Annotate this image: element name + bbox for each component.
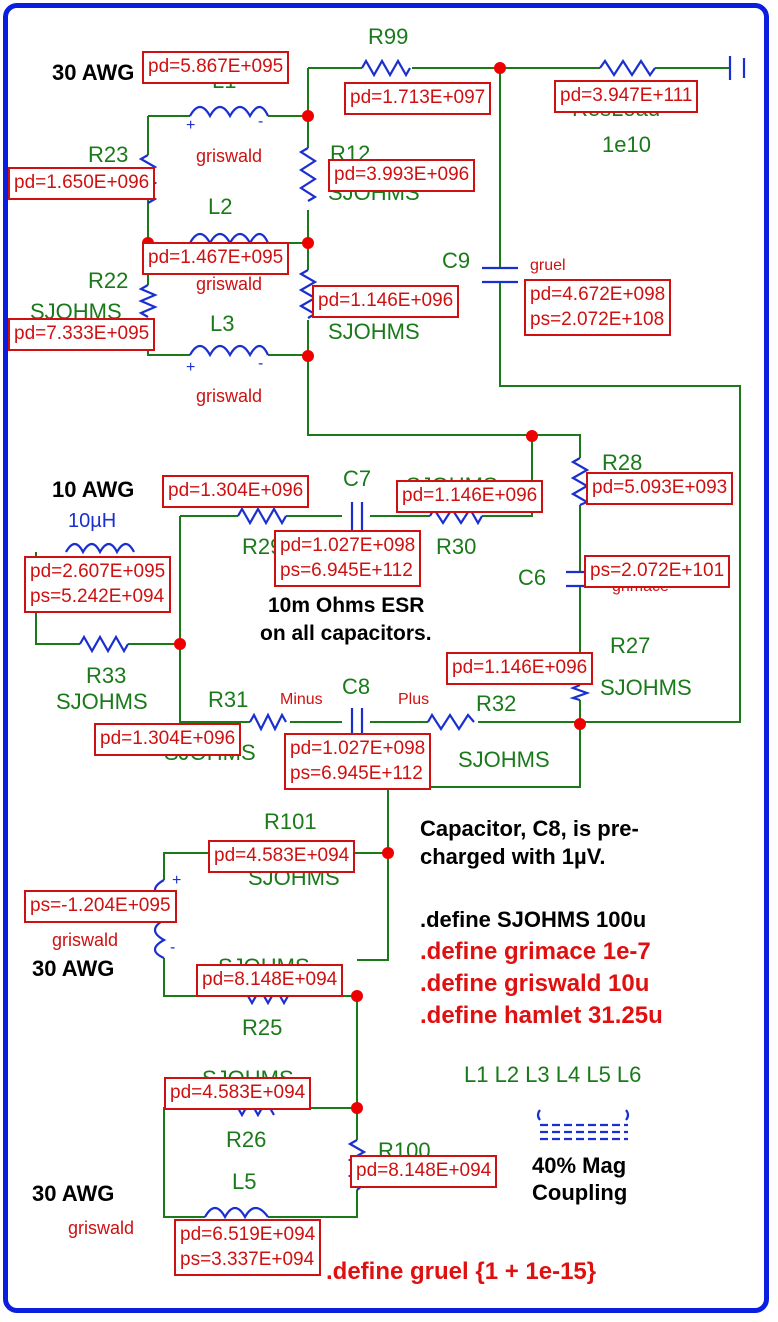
probe-r100: pd=8.148E+094 bbox=[350, 1155, 498, 1188]
label-c6: C6 bbox=[518, 565, 547, 590]
value-r22: SJOHMS bbox=[30, 299, 122, 324]
label-c8: C8 bbox=[342, 674, 371, 699]
c8-plus-label: Plus bbox=[398, 691, 430, 708]
label-c9: C9 bbox=[442, 248, 471, 273]
value-l5: griswald bbox=[68, 1218, 135, 1238]
probe-c9-ps: ps=2.072E+108 bbox=[530, 308, 665, 330]
probe-r12: pd=3.993E+096 bbox=[328, 159, 476, 192]
value-resload: 1e10 bbox=[602, 132, 651, 157]
esr-note-1: 10m Ohms ESR bbox=[268, 594, 425, 617]
probe-r30: pd=1.146E+096 bbox=[396, 480, 544, 513]
value-r33: SJOHMS bbox=[56, 689, 148, 714]
l4-minus: - bbox=[170, 939, 176, 956]
probe-l1: pd=5.867E+095 bbox=[142, 51, 290, 84]
label-r31: R31 bbox=[208, 687, 249, 712]
nodes bbox=[142, 62, 586, 1114]
probe-c6: ps=2.072E+101 bbox=[584, 555, 731, 588]
probe-r101: pd=4.583E+094 bbox=[208, 840, 356, 873]
probe-l5: pd=6.519E+094 ps=3.337E+094 bbox=[174, 1219, 322, 1277]
probe-c7: pd=1.027E+098 ps=6.945E+112 bbox=[274, 530, 422, 588]
label-c7: C7 bbox=[343, 466, 372, 491]
probe-10uh-pd: pd=2.607E+095 bbox=[30, 561, 166, 582]
define-griswald: .define griswald 10u bbox=[420, 970, 650, 997]
value-r32: SJOHMS bbox=[458, 747, 550, 772]
probe-c7-pd: pd=1.027E+098 bbox=[280, 535, 416, 556]
value-c9: gruel bbox=[530, 257, 566, 274]
probe-r31: pd=1.304E+096 bbox=[94, 723, 242, 756]
probe-c9: pd=4.672E+098 ps=2.072E+108 bbox=[524, 279, 672, 337]
probe-10uh: pd=2.607E+095 ps=5.242E+094 bbox=[24, 556, 172, 614]
label-r101: R101 bbox=[264, 809, 317, 834]
wire-gauge-b: 10 AWG bbox=[52, 477, 135, 502]
probe-l5-ps: ps=3.337E+094 bbox=[180, 1248, 315, 1270]
probe-r99: pd=1.713E+097 bbox=[344, 82, 492, 115]
precharge-note-2: charged with 1µV. bbox=[420, 844, 606, 869]
probe-r23: pd=1.650E+096 bbox=[8, 167, 156, 200]
l4-plus: + bbox=[172, 872, 182, 889]
label-r22: R22 bbox=[88, 268, 129, 293]
probe-resload: pd=3.947E+111 bbox=[554, 80, 699, 113]
probe-10uh-ps: ps=5.242E+094 bbox=[30, 585, 165, 607]
value-l2: griswald bbox=[196, 274, 263, 294]
probe-c8-pd: pd=1.027E+098 bbox=[290, 738, 426, 759]
probe-r29: pd=1.304E+096 bbox=[162, 475, 310, 508]
probe-c8-ps: ps=6.945E+112 bbox=[290, 762, 423, 784]
probe-l4: ps=-1.204E+095 bbox=[24, 890, 177, 923]
label-l3: L3 bbox=[210, 311, 235, 336]
label-r32: R32 bbox=[476, 691, 517, 716]
probe-l2: pd=1.467E+095 bbox=[142, 242, 290, 275]
label-r25: R25 bbox=[242, 1015, 283, 1040]
schematic-frame bbox=[3, 3, 769, 1313]
probe-r-mid: pd=1.146E+096 bbox=[312, 285, 460, 318]
probe-r25: pd=8.148E+094 bbox=[196, 964, 344, 997]
label-r28: R28 bbox=[602, 450, 643, 475]
value-r27: SJOHMS bbox=[600, 675, 692, 700]
define-hamlet: .define hamlet 31.25u bbox=[420, 1002, 663, 1029]
label-r26: R26 bbox=[226, 1127, 267, 1152]
value-l4: griswald bbox=[52, 930, 119, 950]
coupling-note-1: 40% Mag bbox=[532, 1153, 627, 1178]
c8-minus-label: Minus bbox=[280, 691, 323, 708]
probe-r26: pd=4.583E+094 bbox=[164, 1077, 312, 1110]
label-r30: R30 bbox=[436, 534, 477, 559]
define-gruel: .define gruel {1 + 1e-15} bbox=[326, 1258, 597, 1285]
value-l1: griswald bbox=[196, 146, 263, 166]
label-l2: L2 bbox=[208, 194, 233, 219]
define-grimace: .define grimace 1e-7 bbox=[420, 938, 651, 965]
probe-l5-pd: pd=6.519E+094 bbox=[180, 1224, 316, 1245]
l1-minus: - bbox=[258, 113, 264, 130]
label-r27: R27 bbox=[610, 633, 651, 658]
coupling-note-2: Coupling bbox=[532, 1180, 628, 1205]
probe-r22: pd=7.333E+095 bbox=[8, 318, 156, 351]
coupling-list: L1 L2 L3 L4 L5 L6 bbox=[464, 1062, 642, 1087]
define-sjohms: .define SJOHMS 100u bbox=[420, 907, 647, 932]
l3-plus: + bbox=[186, 359, 196, 376]
value-r-mid: SJOHMS bbox=[328, 319, 420, 344]
precharge-note-1: Capacitor, C8, is pre- bbox=[420, 816, 639, 841]
probe-c7-ps: ps=6.945E+112 bbox=[280, 559, 413, 581]
probe-r28: pd=5.093E+093 bbox=[586, 472, 734, 505]
label-r23: R23 bbox=[88, 142, 129, 167]
label-r99: R99 bbox=[368, 24, 409, 49]
label-l5: L5 bbox=[232, 1169, 257, 1194]
probe-c8: pd=1.027E+098 ps=6.945E+112 bbox=[284, 733, 432, 791]
label-r29: R29 bbox=[242, 534, 283, 559]
wire-gauge-d: 30 AWG bbox=[32, 1181, 115, 1206]
value-l3: griswald bbox=[196, 386, 263, 406]
wire-gauge-a: 30 AWG bbox=[52, 60, 135, 85]
l1-plus: + bbox=[186, 117, 196, 134]
probe-r27: pd=1.146E+096 bbox=[446, 652, 594, 685]
label-10uh: 10µH bbox=[68, 510, 117, 532]
esr-note-2: on all capacitors. bbox=[260, 622, 432, 645]
probe-c9-pd: pd=4.672E+098 bbox=[530, 284, 666, 305]
wire-gauge-c: 30 AWG bbox=[32, 956, 115, 981]
l3-minus: - bbox=[258, 355, 264, 372]
label-r33: R33 bbox=[86, 663, 127, 688]
